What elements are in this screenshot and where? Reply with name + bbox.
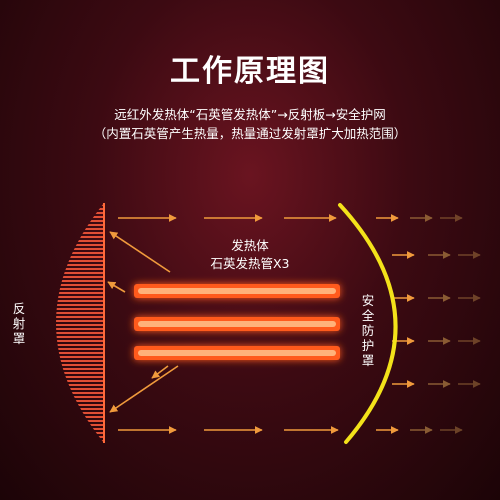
reflector-stripe	[56, 236, 104, 238]
reflector-stripe	[56, 316, 104, 318]
reflector-stripe	[56, 284, 104, 286]
heater-label: 发热体 石英发热管X3	[150, 237, 350, 273]
arrow-diagonal-lower-1	[109, 365, 179, 413]
reflector	[56, 203, 105, 443]
heat-arrows	[107, 214, 481, 434]
arrow-diagonal-upper-1	[109, 231, 171, 273]
reflector-stripe	[56, 428, 104, 430]
reflector-stripe	[56, 340, 104, 342]
reflector-stripe	[56, 292, 104, 294]
reflector-stripe	[56, 384, 104, 386]
reflector-label: 反射罩	[12, 301, 26, 346]
reflector-stripe	[56, 208, 104, 210]
reflector-stripe	[56, 432, 104, 434]
reflector-stripe	[56, 260, 104, 262]
reflector-stripe	[56, 408, 104, 410]
reflector-stripe	[56, 264, 104, 266]
reflector-stripe	[56, 204, 104, 206]
reflector-stripe	[56, 216, 104, 218]
reflector-stripe	[56, 244, 104, 246]
reflector-stripe	[56, 356, 104, 358]
reflector-stripe	[56, 312, 104, 314]
reflector-stripe	[56, 416, 104, 418]
reflector-stripe	[56, 224, 104, 226]
reflector-stripes	[56, 204, 104, 442]
reflector-stripe	[56, 424, 104, 426]
reflector-stripe	[56, 212, 104, 214]
reflector-stripe	[56, 336, 104, 338]
safety-guard	[338, 203, 398, 444]
reflector-stripe	[56, 324, 104, 326]
reflector-stripe	[56, 368, 104, 370]
reflector-stripe	[56, 372, 104, 374]
reflector-stripe	[56, 348, 104, 350]
reflector-stripe	[56, 272, 104, 274]
reflector-stripe	[56, 400, 104, 402]
reflector-stripe	[56, 240, 104, 242]
reflector-stripe	[56, 332, 104, 334]
reflector-stripe	[56, 420, 104, 422]
quartz-tubes	[134, 284, 340, 360]
arrow-diagonal-lower-2	[151, 365, 169, 379]
arrow-diagonal-upper-2	[107, 281, 126, 293]
reflector-stripe	[56, 268, 104, 270]
outgoing-arrows	[376, 214, 481, 434]
reflector-stripe	[56, 304, 104, 306]
heater-label-line-1: 发热体	[231, 238, 269, 253]
reflector-stripe	[56, 440, 104, 442]
reflector-stripe	[56, 436, 104, 438]
reflector-stripe	[56, 396, 104, 398]
reflector-stripe	[56, 296, 104, 298]
reflector-stripe	[56, 412, 104, 414]
reflector-stripe	[56, 276, 104, 278]
reflector-stripe	[56, 392, 104, 394]
reflector-stripe	[56, 232, 104, 234]
reflector-stripe	[56, 320, 104, 322]
page-title: 工作原理图	[170, 54, 330, 89]
reflector-stripe	[56, 352, 104, 354]
reflector-stripe	[56, 364, 104, 366]
reflector-stripe	[56, 308, 104, 310]
reflector-stripe	[56, 344, 104, 346]
reflector-stripe	[56, 300, 104, 302]
quartz-tube-3	[134, 346, 340, 360]
subtitle-line-1: 远红外发热体“石英管发热体”→反射板→安全护网	[114, 107, 386, 122]
reflector-stripe	[56, 228, 104, 230]
reflector-stripe	[56, 252, 104, 254]
reflector-stripe	[56, 404, 104, 406]
quartz-tube-2	[134, 317, 340, 331]
reflector-stripe	[56, 328, 104, 330]
reflector-stripe	[56, 388, 104, 390]
guard-label: 安全防护罩	[361, 293, 375, 368]
reflector-stripe	[56, 288, 104, 290]
reflector-stripe	[56, 360, 104, 362]
reflector-stripe	[56, 256, 104, 258]
reflector-stripe	[56, 376, 104, 378]
reflector-stripe	[56, 380, 104, 382]
heater-label-line-2: 石英发热管X3	[210, 256, 290, 271]
reflector-stripe	[56, 280, 104, 282]
reflector-stripe	[56, 220, 104, 222]
reflector-stripe	[56, 248, 104, 250]
quartz-tube-1	[134, 284, 340, 298]
subtitle-line-2: （内置石英管产生热量，热量通过发射罩扩大加热范围）	[93, 126, 407, 141]
